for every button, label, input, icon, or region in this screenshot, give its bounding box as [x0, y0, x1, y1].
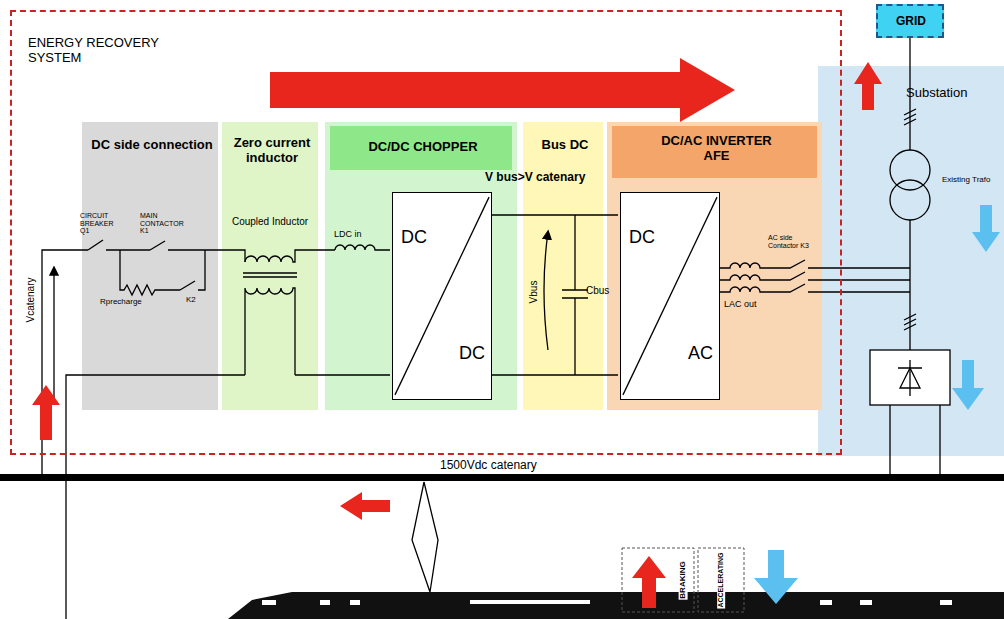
train-silhouette [228, 592, 1004, 619]
red-arrow [632, 556, 666, 608]
panel-box: DC/AC INVERTER AFE DC AC [609, 124, 824, 412]
catenary-line [0, 474, 1004, 481]
red-arrow [854, 62, 882, 110]
panel-header [612, 126, 817, 178]
dc-wiring [42, 70, 950, 619]
part-label: LAC out [724, 300, 784, 310]
converter-diagonal [621, 193, 719, 399]
panel-fill [325, 122, 517, 410]
grid-connection [909, 38, 910, 70]
node-text: DC [443, 343, 485, 364]
node-text: DC side connection [88, 138, 216, 153]
node-text: Bus DC [529, 138, 601, 153]
part-label: Cbus [586, 285, 616, 296]
node-text: ENERGY RECOVERY SYSTEM [28, 36, 178, 66]
panel-box: Zero current inductor [224, 124, 320, 412]
panel-header [330, 126, 512, 170]
part-label: CIRCUIT BREAKER Q1 [80, 212, 124, 235]
part-label: Rprecharge [100, 298, 170, 307]
panel-box: Bus DC [525, 124, 605, 412]
part-label: 1500Vdc catenary [440, 459, 580, 472]
flow-arrow [270, 58, 735, 122]
panel-box: GRID [876, 4, 944, 38]
panel-box: DC/DC CHOPPER DC DC [327, 124, 519, 412]
node-text: Zero current inductor [227, 136, 317, 166]
panel-box: Substation [818, 70, 1004, 455]
mode-box [622, 548, 694, 612]
panel-fill [222, 122, 318, 410]
node-text: AC [671, 343, 713, 364]
panel-fill [82, 122, 218, 410]
blue-arrow [972, 205, 1000, 252]
node-text: DC/AC INVERTER AFE [659, 134, 774, 164]
converter-diagonal [393, 193, 491, 399]
blue-arrow [952, 360, 984, 410]
diode-symbol [898, 360, 922, 396]
red-arrow [32, 385, 60, 440]
node-text: GRID [880, 15, 942, 29]
blue-arrow [754, 550, 798, 604]
part-label: AC side Contactor K3 [768, 234, 820, 249]
node-text: DC [401, 227, 441, 248]
red-arrow [340, 492, 390, 520]
panel-fill [523, 122, 603, 410]
part-label: Vbus [528, 281, 539, 304]
node-text: DC [629, 227, 669, 248]
substation-panel [818, 66, 1004, 456]
panel-box: DC side connection [84, 124, 220, 412]
part-label: ACCELERATING [717, 551, 725, 608]
panel-box: DC AC [620, 192, 720, 400]
part-label: Vcatenary [25, 277, 36, 322]
part-label: Coupled Inductor [228, 216, 312, 227]
panel-fill [607, 122, 822, 410]
part-label: BRAKING [679, 560, 688, 599]
part-label: LDC in [334, 230, 384, 240]
node-text: DC/DC CHOPPER [333, 140, 513, 155]
part-label: K2 [186, 296, 206, 305]
part-label: Existing Trafo [942, 176, 998, 185]
panel-box: ENERGY RECOVERY SYSTEM DC side connection… [10, 10, 842, 455]
mode-box [698, 548, 744, 612]
panel-box: DC DC [392, 192, 492, 400]
part-label: MAIN CONTACTOR K1 [140, 212, 188, 235]
part-label: V bus>V catenary [485, 171, 645, 184]
train-windows [262, 600, 952, 605]
node-text: Substation [906, 86, 998, 101]
